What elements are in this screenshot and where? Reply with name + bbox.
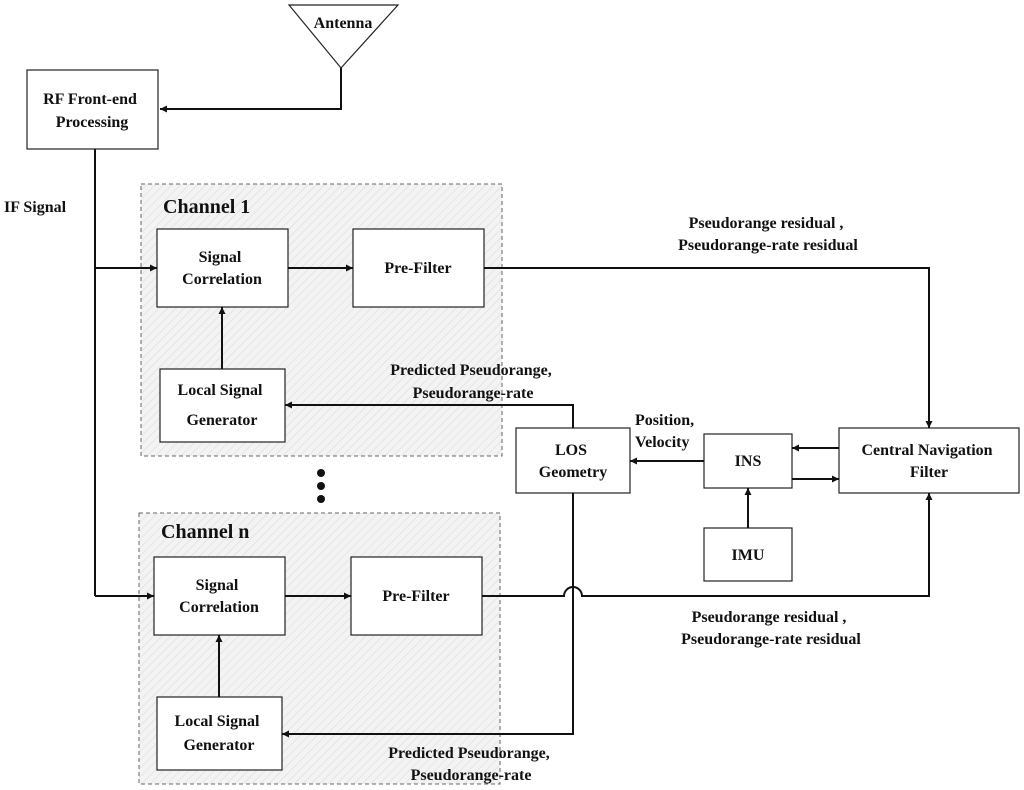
- chn-local-signal-generator-block: [156, 696, 283, 771]
- ch1-signal-correlation-block: [156, 228, 289, 308]
- ins-label: INS: [735, 453, 762, 470]
- residual-top-label: Pseudorange residual , Pseudorange-rate …: [678, 215, 858, 254]
- los-predicted-to-chn-generator-arrow: [282, 493, 574, 738]
- ch1-local-signal-generator-block: [159, 368, 286, 443]
- if-signal-label: IF Signal: [4, 199, 67, 216]
- chn-local-signal-generator-label: Local Signal Generator: [175, 713, 264, 754]
- los-predicted-to-ch1-generator-arrow: [285, 401, 574, 428]
- ellipsis-dot: [317, 482, 325, 490]
- los-geometry-block: [515, 427, 631, 494]
- antenna-to-rf-connector: [160, 68, 342, 113]
- los-geometry-label: LOS Geometry: [539, 442, 607, 481]
- chn-pre-filter-label: Pre-Filter: [382, 588, 449, 605]
- chn-signal-correlation-label: Signal Correlation: [179, 577, 259, 616]
- ch1-residual-to-filter-arrow: [484, 267, 933, 428]
- rf-front-end-label: RF Front-end Processing: [43, 91, 141, 131]
- central-navigation-filter-label: Central Navigation Filter: [861, 442, 996, 481]
- chn-residual-to-filter-arrow: [482, 493, 933, 597]
- ellipsis-dot: [317, 495, 325, 503]
- chn-signal-correlation-block: [153, 556, 286, 636]
- ins-block: [703, 433, 793, 489]
- imu-label: IMU: [732, 547, 765, 564]
- ch1-pre-filter-label: Pre-Filter: [384, 260, 451, 277]
- ch1-pre-filter-block: [352, 228, 485, 308]
- channel-n-label: Channel n: [161, 521, 249, 543]
- position-velocity-label: Position, Velocity: [635, 412, 698, 451]
- antenna-label: Antenna: [314, 15, 373, 32]
- residual-bottom-label: Pseudorange residual , Pseudorange-rate …: [681, 609, 861, 648]
- ch1-local-signal-generator-label: Local Signal Generator: [178, 382, 267, 429]
- channel-1-label: Channel 1: [163, 196, 250, 218]
- ch1-signal-correlation-label: Signal Correlation: [182, 249, 262, 288]
- predicted-bottom-label: Predicted Pseudorange, Pseudorange-rate: [388, 745, 553, 784]
- ellipsis-dot: [317, 469, 325, 477]
- antenna-icon: [287, 4, 400, 69]
- central-navigation-filter-block: [838, 427, 1020, 494]
- imu-block: [703, 527, 793, 582]
- predicted-top-label: Predicted Pseudorange, Pseudorange-rate: [390, 362, 555, 402]
- rf-front-end-block: [26, 69, 159, 150]
